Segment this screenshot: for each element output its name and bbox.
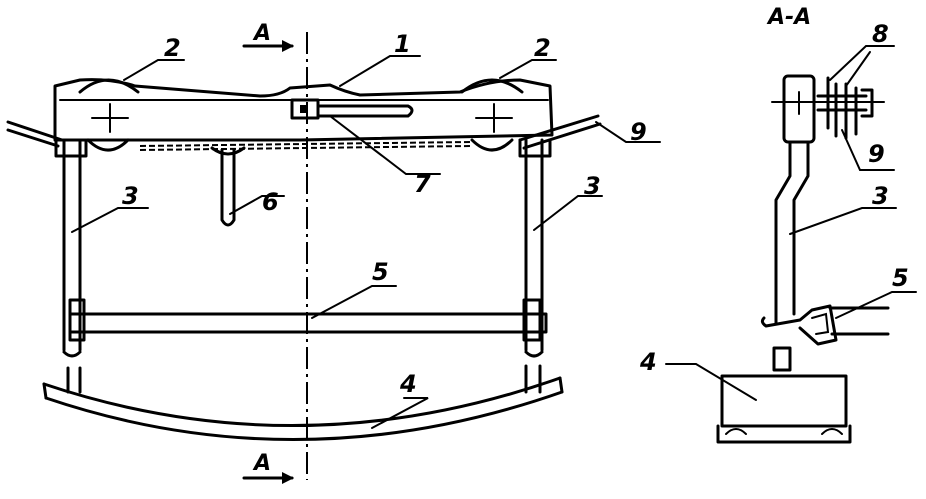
leader-4: [371, 397, 429, 429]
label-6: 6: [262, 188, 279, 216]
leg-right-foot: [524, 364, 542, 394]
section-arrowhead-top: [282, 40, 294, 52]
rope-left-2: [6, 128, 60, 148]
crossbar-clamp-right: [522, 298, 542, 342]
rope-left: [6, 120, 64, 142]
crossbar-clamp-left: [68, 298, 86, 342]
leader-2-right: [499, 59, 557, 79]
label-9-side: 9: [868, 140, 885, 168]
leader-3-left: [71, 207, 149, 233]
section-view: A-A 8 9 3 5 4: [639, 5, 917, 444]
leader-8: [829, 45, 895, 81]
leader-5: [311, 285, 397, 319]
roller-right: [460, 78, 524, 94]
label-2-left: 2: [164, 34, 181, 62]
label-5-side: 5: [892, 264, 909, 292]
leg-left-foot: [66, 366, 82, 394]
label-7: 7: [414, 170, 431, 198]
label-3-right: 3: [584, 172, 601, 200]
leader-8b: [845, 51, 871, 87]
front-view: A A 1 2 2 3 3 4 5 6 7 9: [6, 21, 661, 484]
leader-2-left: [123, 59, 185, 81]
section-rocker-flange: [716, 424, 852, 444]
leader-5-side: [835, 291, 917, 319]
leader-9-side: [841, 129, 895, 171]
section-title: A-A: [766, 5, 811, 30]
section-label-bottom: A: [252, 451, 271, 476]
section-label-top: A: [252, 21, 271, 46]
leader-9: [595, 121, 661, 143]
section-lower-pivot: [772, 346, 792, 372]
leg-right-joint: [518, 138, 552, 158]
section-clamp: [760, 304, 838, 346]
section-rocker-bump-left: [725, 428, 747, 435]
pendant-top: [210, 146, 246, 156]
belt-hatch: [139, 141, 471, 147]
roller-left: [78, 78, 140, 94]
roller-left-lower: [86, 138, 130, 152]
leg-left-joint: [54, 138, 88, 158]
label-2-right: 2: [534, 34, 551, 62]
section-crossbar: [828, 306, 890, 336]
leg-left-end: [62, 350, 82, 358]
section-rocker: [720, 374, 848, 428]
leg-right-end: [524, 350, 544, 358]
section-bolt: [816, 94, 868, 112]
section-top-block: [782, 74, 816, 144]
label-4-side: 4: [639, 348, 657, 376]
roller-right-lower: [470, 138, 514, 152]
belt-hatch-2: [139, 145, 471, 151]
slider-rod: [316, 104, 414, 118]
rocker-inner: [44, 390, 564, 441]
label-5: 5: [372, 258, 389, 286]
rocker-end-right: [558, 376, 564, 394]
section-bolt-end: [860, 88, 874, 118]
rocker-outer: [42, 376, 562, 427]
leader-6: [229, 195, 285, 215]
leader-3-side: [789, 207, 897, 235]
section-rocker-bump-right: [821, 428, 843, 435]
slider-block: [290, 98, 320, 120]
rope-right-2: [522, 122, 602, 150]
slider-inner: [300, 105, 308, 113]
pendant: [220, 148, 236, 227]
leader-3-right: [533, 195, 603, 231]
rocker-end-left: [42, 382, 48, 400]
leg-left: [62, 138, 82, 352]
label-3-side: 3: [872, 182, 889, 210]
label-3-left: 3: [122, 182, 139, 210]
rope-right: [518, 114, 600, 142]
label-9: 9: [630, 118, 647, 146]
section-upright: [774, 140, 810, 326]
label-1: 1: [394, 30, 411, 58]
leader-4-side: [665, 363, 757, 401]
label-4: 4: [399, 370, 417, 398]
label-8: 8: [872, 20, 889, 48]
section-washers: [826, 76, 858, 140]
leader-7: [329, 115, 441, 175]
section-clamp-inner: [811, 312, 830, 335]
section-arrowhead-bottom: [282, 472, 294, 484]
leader-1: [339, 55, 421, 87]
